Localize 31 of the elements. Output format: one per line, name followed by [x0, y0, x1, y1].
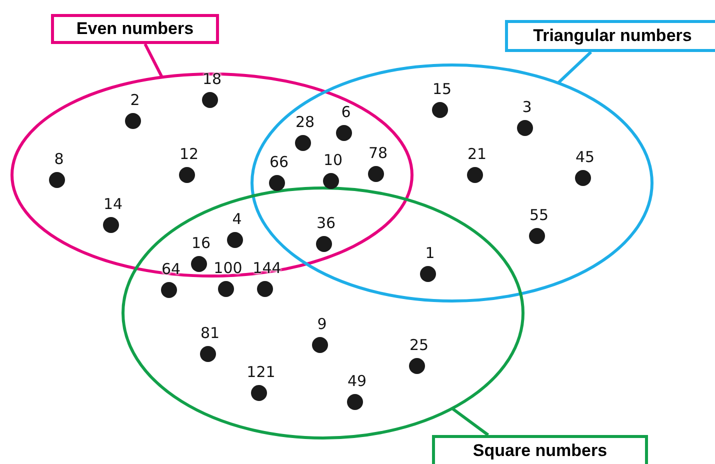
set-title-box: Even numbers: [51, 14, 219, 44]
number-label: 4: [232, 210, 242, 228]
number-label: 14: [103, 195, 123, 213]
number-label: 6: [341, 103, 351, 121]
number-label: 21: [467, 145, 487, 163]
leader-line: [144, 43, 164, 78]
number-label: 121: [246, 363, 276, 381]
number-label: 55: [529, 206, 549, 224]
number-label: 25: [409, 336, 429, 354]
number-label: 2: [130, 91, 140, 109]
number-label: 16: [191, 234, 211, 252]
leader-line: [557, 50, 592, 84]
number-label: 8: [54, 150, 64, 168]
number-label: 78: [368, 144, 388, 162]
number-label: 1: [425, 244, 435, 262]
set-title-box: Triangular numbers: [505, 20, 715, 52]
number-label: 3: [522, 98, 532, 116]
number-label: 28: [295, 113, 315, 131]
number-label: 12: [179, 145, 199, 163]
number-label: 15: [432, 80, 452, 98]
number-label: 45: [575, 148, 595, 166]
number-label: 18: [202, 70, 222, 88]
number-label: 10: [323, 151, 343, 169]
leader-line: [451, 407, 490, 436]
number-label: 9: [317, 315, 327, 333]
number-label: 81: [200, 324, 220, 342]
set-title-box: Square numbers: [432, 435, 648, 464]
number-label: 36: [316, 214, 336, 232]
number-label: 66: [269, 153, 289, 171]
number-label: 49: [347, 372, 367, 390]
number-label: 100: [214, 259, 242, 277]
